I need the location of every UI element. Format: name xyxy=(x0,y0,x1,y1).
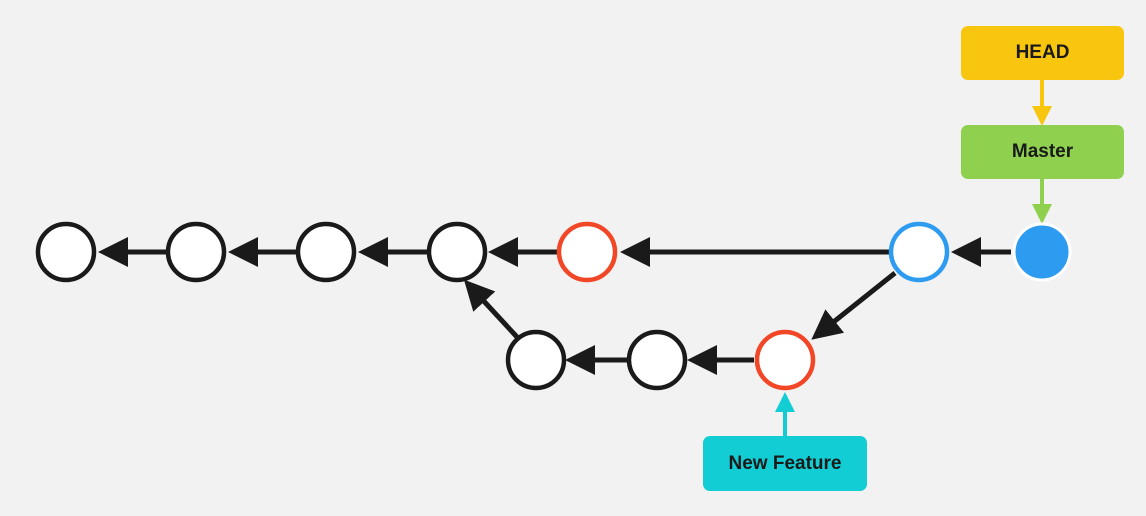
commit-node-highlighted xyxy=(556,221,618,283)
edge xyxy=(811,271,897,340)
commit-node-merge xyxy=(888,221,950,283)
commit-nodes xyxy=(35,221,1072,391)
commit-node xyxy=(295,221,357,283)
master-branch-label: Master xyxy=(961,125,1124,179)
commit-node xyxy=(165,221,227,283)
commit-node-feature-head xyxy=(754,329,816,391)
new-feature-branch-label: New Feature xyxy=(703,436,867,491)
commit-edges xyxy=(98,237,1011,375)
edge xyxy=(463,279,519,339)
commit-node-current xyxy=(1012,222,1072,282)
head-label: HEAD xyxy=(961,26,1124,80)
commit-node xyxy=(626,329,688,391)
commit-node xyxy=(505,329,567,391)
commit-node xyxy=(35,221,97,283)
commit-node-branch-point xyxy=(426,221,488,283)
